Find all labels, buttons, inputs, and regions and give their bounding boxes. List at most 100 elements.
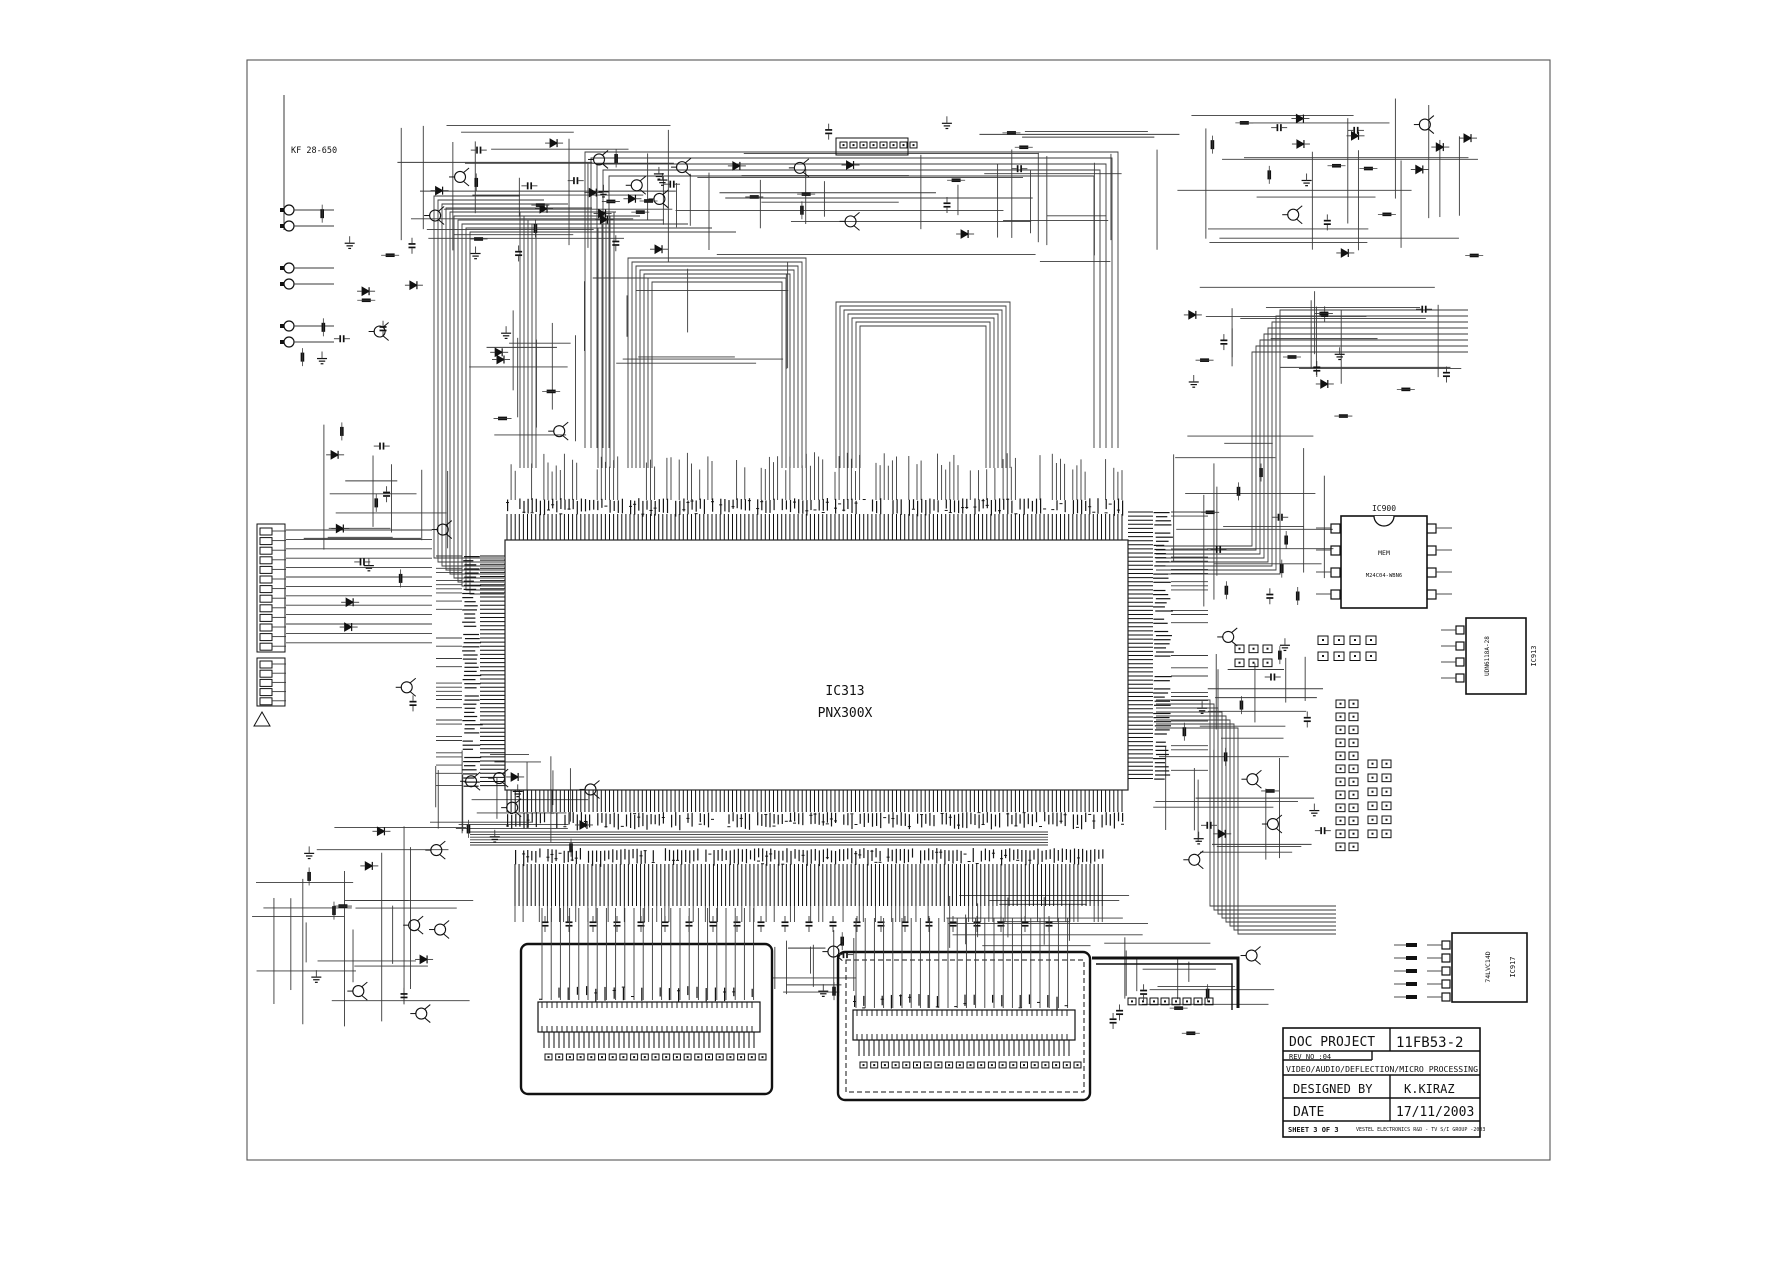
pin-label-texture [802, 500, 804, 514]
pin-label-texture [659, 987, 661, 997]
wire [382, 335, 389, 341]
pad-icon [1339, 754, 1342, 757]
pin-label-texture [506, 825, 509, 827]
pad-icon [1204, 997, 1214, 1006]
pin-label-texture [677, 990, 680, 992]
pin-label-texture [1155, 635, 1172, 637]
pin-label-texture [863, 995, 865, 1006]
capacitor-icon [1206, 821, 1209, 829]
pin-label-texture [798, 849, 800, 862]
pin-label-texture [686, 501, 690, 503]
pad-icon [905, 1064, 908, 1067]
pin-label-texture [464, 605, 478, 607]
wire [1230, 640, 1238, 647]
capacitor-icon [1323, 223, 1331, 226]
pin-label-texture [507, 499, 509, 512]
pad-icon [1335, 842, 1346, 852]
pin-label-texture [1154, 655, 1171, 657]
pin-label-texture [925, 499, 927, 516]
pin-label-texture [539, 813, 541, 824]
diode-icon [549, 138, 559, 148]
pad-icon [1385, 804, 1388, 807]
diode-icon [494, 347, 504, 358]
pad-icon [1348, 829, 1359, 839]
pin-label-texture [464, 687, 477, 689]
pad-icon [1266, 661, 1269, 664]
pin-label-texture [463, 703, 477, 705]
wire [514, 798, 522, 805]
connector-box [836, 950, 1092, 1102]
pin-label-texture [1154, 524, 1172, 526]
pin-label-texture [1027, 498, 1029, 509]
pin-label-texture [464, 707, 476, 709]
pin-label-texture [594, 992, 598, 994]
pin-label-texture [739, 817, 743, 819]
pin-label-texture [628, 849, 630, 865]
pin-label-texture [793, 822, 796, 824]
pin-label-texture [855, 850, 857, 865]
pin-label-texture [1155, 598, 1171, 600]
pin-label-texture [1064, 1005, 1068, 1007]
pin-label-texture [1035, 812, 1038, 823]
pin-label-texture [794, 849, 796, 859]
pin-label-texture [654, 814, 656, 825]
wire [1156, 703, 1336, 911]
inverter-part: 74LVC14D [1484, 951, 1492, 982]
wire [662, 202, 669, 209]
wire [461, 223, 688, 587]
pin-label-texture [970, 812, 972, 825]
diode-icon [1463, 133, 1473, 143]
wire [627, 257, 807, 468]
pin-label-texture [1031, 814, 1033, 827]
pad-icon [1252, 647, 1255, 650]
resistor-icon [1406, 969, 1417, 973]
pin-label-texture [1117, 812, 1120, 822]
pad-icon [747, 1053, 756, 1061]
pin-label-texture [966, 812, 968, 829]
pad-icon [1266, 647, 1269, 650]
pad-icon [630, 1053, 639, 1061]
pin-label-texture [1153, 594, 1169, 596]
capacitor-icon [573, 177, 575, 185]
header-outline [256, 523, 286, 653]
pad-icon [761, 1056, 764, 1059]
pin-label-texture [620, 849, 622, 865]
diode-icon [435, 185, 444, 196]
transistor-icon [434, 923, 447, 936]
pin-label-texture [818, 812, 820, 825]
capacitor-icon [846, 951, 848, 959]
pin-label-texture [1057, 849, 1059, 861]
pin-label-texture [543, 812, 546, 823]
pin-icon [1441, 966, 1451, 976]
pin-label-texture [463, 580, 474, 582]
pin-label-texture [956, 849, 958, 861]
rca-jack-icon [283, 204, 295, 216]
pin-label-texture [829, 818, 833, 820]
pin-label-texture [1056, 812, 1058, 827]
pad-icon [859, 1061, 868, 1069]
diode-icon [1188, 310, 1197, 320]
pad-icon [1171, 997, 1181, 1006]
pin-label-texture [802, 812, 804, 826]
pin-label-texture [642, 500, 644, 517]
pin-label-texture [574, 857, 578, 859]
pin-label-texture [826, 812, 828, 823]
pin-icon [259, 633, 273, 642]
pin-label-texture [720, 498, 722, 515]
pin-label-texture [535, 850, 537, 863]
pin-label-texture [1155, 540, 1169, 542]
pad-icon [651, 1053, 660, 1061]
capacitor-icon [541, 924, 549, 927]
pin-label-texture [675, 500, 677, 517]
pin-label-texture [1098, 849, 1100, 859]
connector-box [519, 942, 774, 1096]
capacitor-icon [1281, 513, 1283, 521]
pin-label-texture [777, 814, 779, 825]
pin-label-texture [769, 812, 771, 828]
circuit-texture [252, 95, 1484, 1102]
pin-label-texture [862, 1007, 866, 1009]
pad-icon [1352, 780, 1355, 783]
pin-label-texture [990, 813, 992, 830]
pin-label-texture [1072, 814, 1074, 830]
pin-label-texture [984, 848, 986, 861]
